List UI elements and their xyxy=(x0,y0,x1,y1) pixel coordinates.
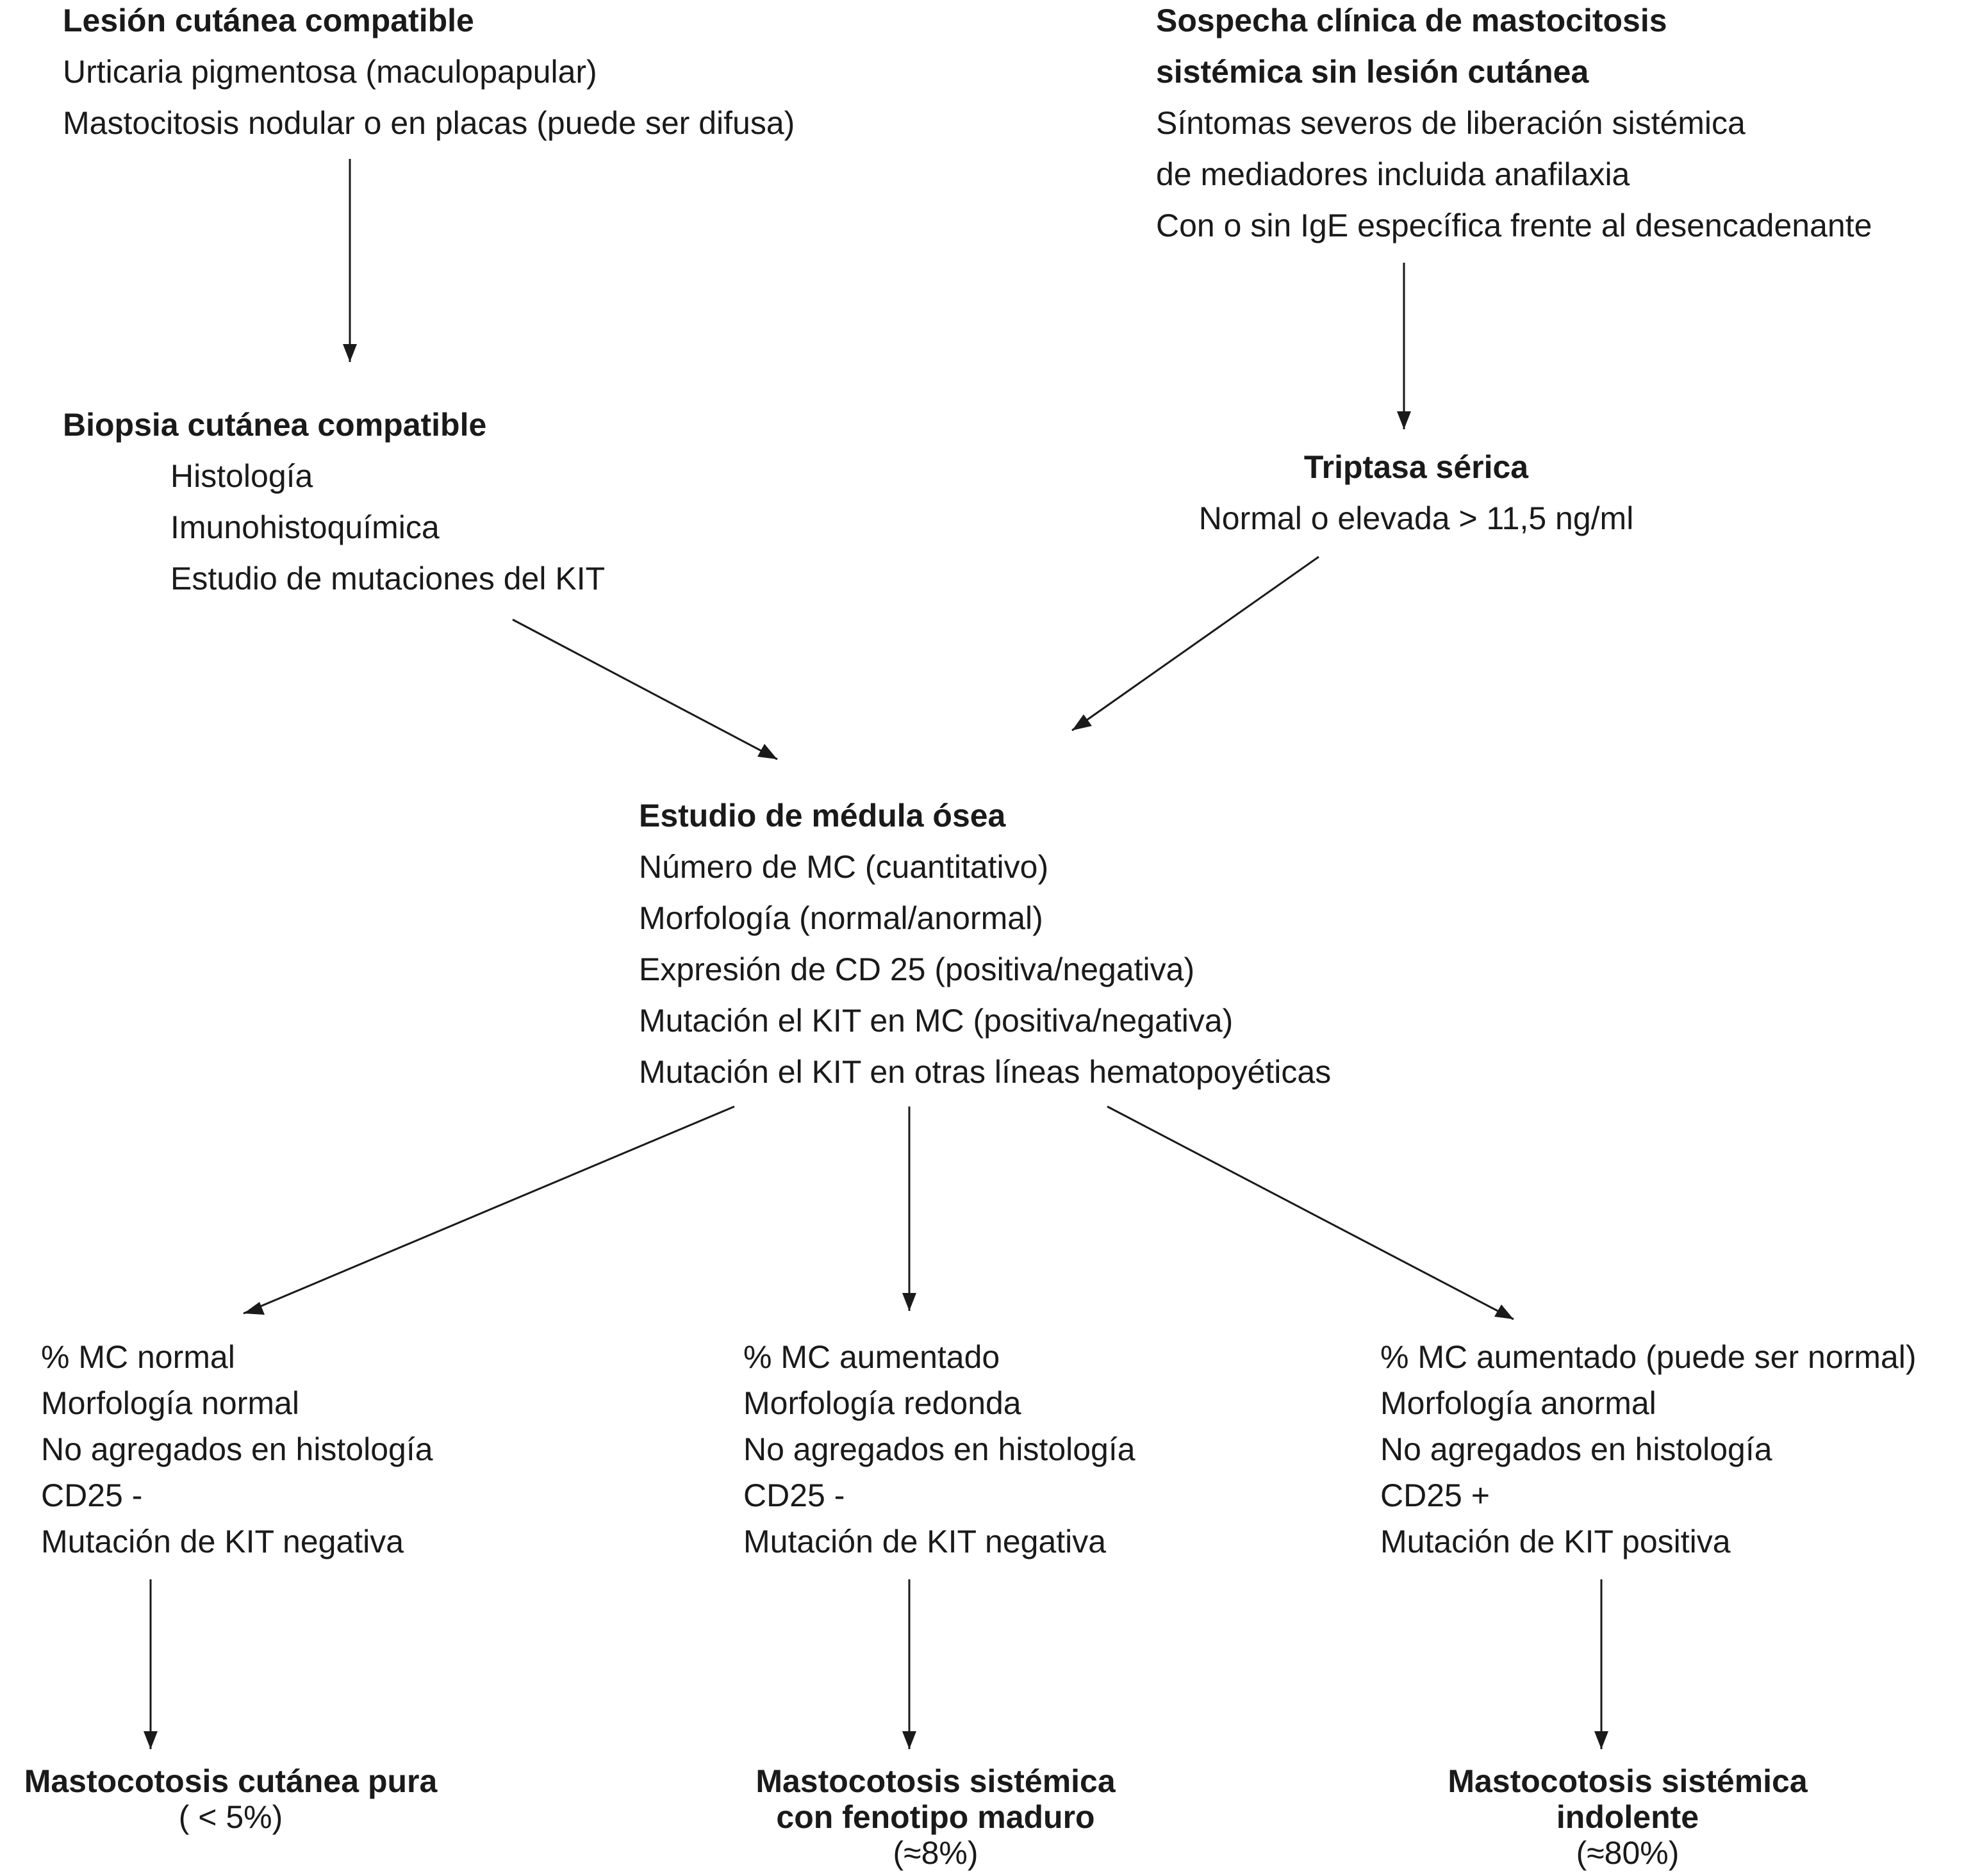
arrow-medula-to-criteria-right xyxy=(1107,1105,1514,1321)
sospecha-title-line: sistémica sin lesión cutánea xyxy=(1156,54,1589,90)
arrowhead xyxy=(902,1731,916,1749)
outcome-title-line: con fenotipo maduro xyxy=(776,1799,1095,1835)
arrow-triptasa-to-medula xyxy=(1071,555,1319,732)
biopsia-title: Biopsia cutánea compatible xyxy=(63,407,487,443)
outcome-percentage: (≈80%) xyxy=(1576,1835,1680,1871)
criteria-line: No agregados en histología xyxy=(1380,1431,1772,1467)
sospecha-line: Síntomas severos de liberación sistémica xyxy=(1156,105,1746,141)
criteria-line: No agregados en histología xyxy=(743,1431,1135,1467)
outcome-title-line: indolente xyxy=(1556,1799,1699,1835)
biopsia-line: Imunohistoquímica xyxy=(170,509,440,545)
outcome-percentage: (≈8%) xyxy=(893,1835,978,1871)
sospecha-title-line: Sospecha clínica de mastocitosis xyxy=(1156,3,1667,38)
criteria-left-block: % MC normal Morfología normal No agregad… xyxy=(41,1334,433,1565)
outcome-sistemica-indolente: Mastocotosis sistémica indolente (≈80%) xyxy=(1371,1763,1884,1871)
criteria-line: % MC aumentado (puede ser normal) xyxy=(1380,1339,1917,1375)
outcome-title-line: Mastocotosis sistémica xyxy=(755,1763,1116,1799)
sospecha-clinica-block: Sospecha clínica de mastocitosis sistémi… xyxy=(1156,0,1872,251)
arrow-biopsia-to-medula xyxy=(512,618,778,761)
criteria-line: No agregados en histología xyxy=(41,1431,433,1467)
arrowhead xyxy=(343,344,357,362)
outcome-sistemica-madura: Mastocotosis sistémica con fenotipo madu… xyxy=(679,1763,1192,1871)
arrowhead xyxy=(1072,714,1092,730)
lesion-cutanea-line: Urticaria pigmentosa (maculopapular) xyxy=(63,54,597,90)
criteria-middle-block: % MC aumentado Morfología redonda No agr… xyxy=(743,1334,1135,1565)
outcome-title-line: Mastocotosis cutánea pura xyxy=(24,1763,438,1799)
criteria-line: Mutación de KIT negativa xyxy=(743,1524,1107,1559)
arrowhead xyxy=(1397,411,1411,429)
medula-line: Morfología (normal/anormal) xyxy=(639,900,1043,936)
medula-line: Mutación el KIT en otras líneas hematopo… xyxy=(639,1054,1332,1090)
criteria-line: CD25 - xyxy=(743,1477,845,1513)
criteria-right-block: % MC aumentado (puede ser normal) Morfol… xyxy=(1380,1334,1917,1565)
criteria-line: Morfología redonda xyxy=(743,1385,1021,1421)
biopsia-line: Estudio de mutaciones del KIT xyxy=(170,561,606,597)
medula-line: Número de MC (cuantitativo) xyxy=(639,849,1049,885)
arrowhead xyxy=(1594,1731,1608,1749)
lesion-cutanea-title: Lesión cutánea compatible xyxy=(63,3,474,38)
criteria-line: % MC aumentado xyxy=(743,1339,1000,1375)
criteria-line: Mutación de KIT negativa xyxy=(41,1524,404,1559)
criteria-line: CD25 - xyxy=(41,1477,143,1513)
criteria-line: Mutación de KIT positiva xyxy=(1380,1524,1731,1559)
arrowhead xyxy=(902,1293,916,1311)
medula-line: Expresión de CD 25 (positiva/negativa) xyxy=(639,951,1195,987)
medula-line: Mutación el KIT en MC (positiva/negativa… xyxy=(639,1003,1234,1039)
arrow-medula-to-criteria-left xyxy=(243,1105,735,1315)
arrowhead xyxy=(144,1731,158,1749)
medula-title: Estudio de médula ósea xyxy=(639,798,1006,834)
outcome-cutanea-pura: Mastocotosis cutánea pura ( < 5%) xyxy=(0,1763,461,1835)
arrowhead xyxy=(244,1302,265,1315)
medula-osea-block: Estudio de médula ósea Número de MC (cua… xyxy=(639,790,1331,1098)
triptasa-block: Triptasa sérica Normal o elevada > 11,5 … xyxy=(1141,441,1692,544)
arrowheads xyxy=(144,344,1608,1749)
criteria-line: % MC normal xyxy=(41,1339,235,1375)
triptasa-line: Normal o elevada > 11,5 ng/ml xyxy=(1198,500,1634,536)
lesion-cutanea-line: Mastocitosis nodular o en placas (puede … xyxy=(63,105,795,141)
outcome-percentage: ( < 5%) xyxy=(178,1799,283,1835)
biopsia-line: Histología xyxy=(170,458,313,494)
sospecha-line: Con o sin IgE específica frente al desen… xyxy=(1156,208,1872,243)
criteria-line: CD25 + xyxy=(1380,1477,1490,1513)
biopsia-block: Biopsia cutánea compatible Histología Im… xyxy=(63,399,605,604)
lesion-cutanea-block: Lesión cutánea compatible Urticaria pigm… xyxy=(63,0,795,149)
arrowhead xyxy=(1494,1304,1514,1319)
criteria-line: Morfología normal xyxy=(41,1385,299,1421)
criteria-line: Morfología anormal xyxy=(1380,1385,1656,1421)
arrowhead xyxy=(757,744,777,759)
triptasa-title: Triptasa sérica xyxy=(1303,449,1529,485)
outcome-title-line: Mastocotosis sistémica xyxy=(1448,1763,1808,1799)
sospecha-line: de mediadores incluida anafilaxia xyxy=(1156,156,1630,192)
